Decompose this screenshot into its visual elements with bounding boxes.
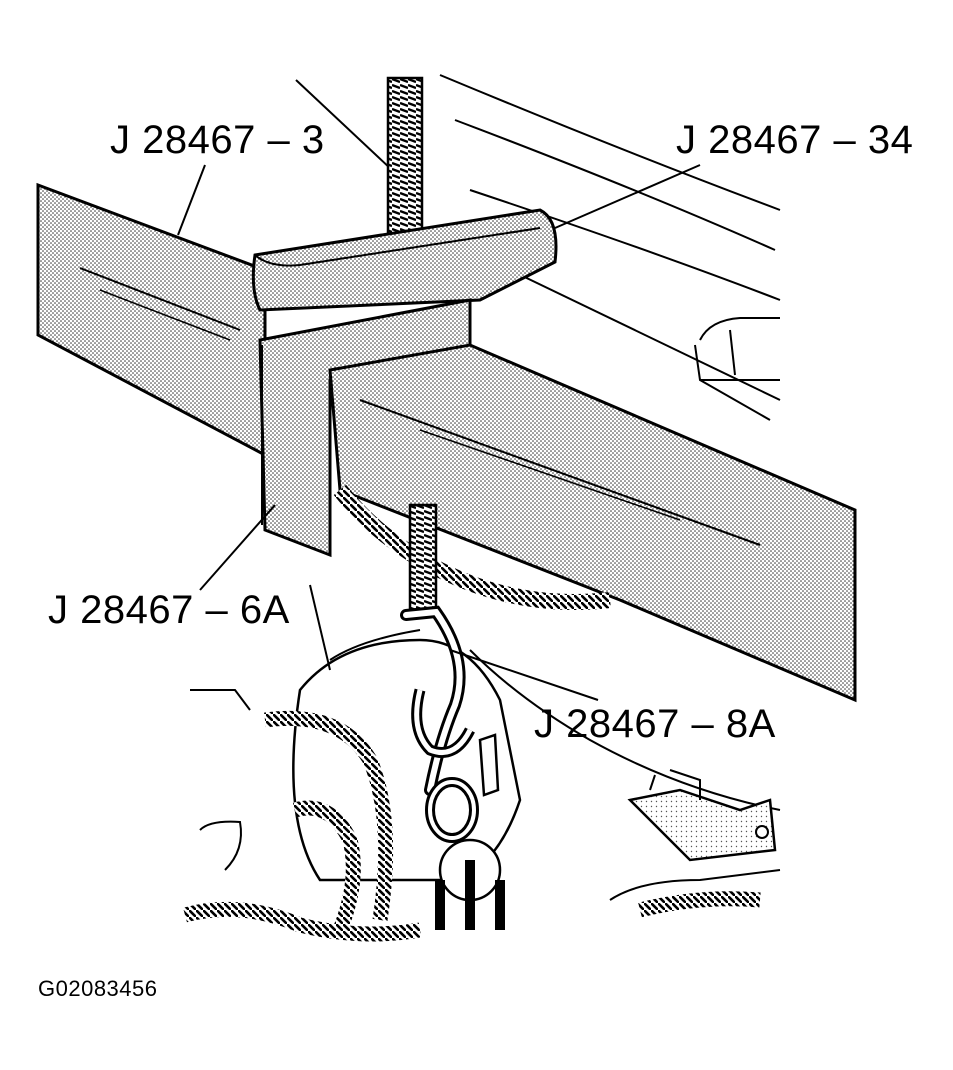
threaded-rod-upper xyxy=(386,76,424,240)
leader-hook-b xyxy=(309,584,331,671)
leader-hanger xyxy=(199,504,276,591)
wiring-harness-upper xyxy=(333,484,611,610)
top-bracket xyxy=(251,208,558,312)
callout-top-bracket: J 28467 – 34 xyxy=(676,118,914,162)
leader-hook-a xyxy=(449,649,599,701)
callout-hanger: J 28467 – 6A xyxy=(48,588,290,632)
callout-hook: J 28467 – 8A xyxy=(534,702,776,746)
leader-top-bracket xyxy=(554,164,701,229)
wiring-harness-lower xyxy=(183,710,761,942)
lifting-hook xyxy=(400,605,479,843)
crossbar-rear xyxy=(36,182,267,458)
leader-crossbar xyxy=(177,164,206,236)
figure-id: G02083456 xyxy=(38,976,158,1001)
engine-block xyxy=(190,638,781,930)
threaded-rod-lower xyxy=(408,503,438,617)
leader-lines xyxy=(177,164,701,701)
background-lines xyxy=(295,74,781,811)
callout-crossbar: J 28467 – 3 xyxy=(110,118,325,162)
